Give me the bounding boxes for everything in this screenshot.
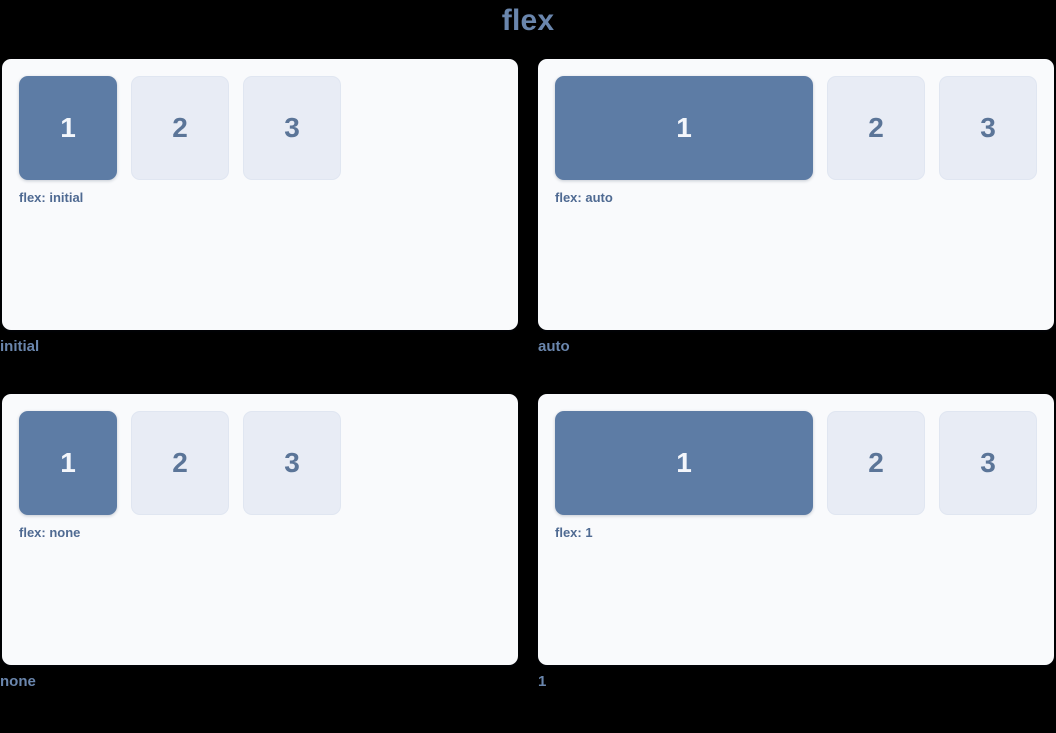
demo-cell-auto: 1 2 3 flex: auto auto [538,59,1054,355]
flex-container-initial: 1 2 3 [19,76,518,180]
demo-panel-one: 1 2 3 flex: 1 [538,394,1054,665]
flex-item-3[interactable]: 3 [939,411,1037,515]
demo-cell-initial: 1 2 3 flex: initial initial [0,59,518,355]
flex-item-2[interactable]: 2 [827,76,925,180]
flex-item-1[interactable]: 1 [555,76,813,180]
flex-container-auto: 1 2 3 [555,76,1054,180]
flex-container-none: 1 2 3 [19,411,518,515]
demo-panel-auto: 1 2 3 flex: auto [538,59,1054,330]
page-title: flex [501,4,555,37]
demo-label-none: none [0,673,36,690]
flex-item-2[interactable]: 2 [827,411,925,515]
flex-item-3[interactable]: 3 [939,76,1037,180]
flex-note-auto: flex: auto [555,190,613,205]
flex-item-1[interactable]: 1 [19,76,117,180]
flex-item-3[interactable]: 3 [243,76,341,180]
flex-note-none: flex: none [19,525,81,540]
flex-note-one: flex: 1 [555,525,593,540]
flex-item-2[interactable]: 2 [131,76,229,180]
demo-panel-none: 1 2 3 flex: none [2,394,518,665]
demo-grid: 1 2 3 flex: initial initial 1 2 3 flex: … [0,59,1056,690]
demo-label-initial: initial [0,338,40,355]
flex-container-one: 1 2 3 [555,411,1054,515]
flex-item-1[interactable]: 1 [19,411,117,515]
demo-label-auto: auto [538,338,570,355]
flex-item-1[interactable]: 1 [555,411,813,515]
flex-note-initial: flex: initial [19,190,84,205]
demo-label-one: 1 [538,673,547,690]
demo-cell-one: 1 2 3 flex: 1 1 [538,394,1054,690]
demo-panel-initial: 1 2 3 flex: initial [2,59,518,330]
demo-cell-none: 1 2 3 flex: none none [0,394,518,690]
flex-item-3[interactable]: 3 [243,411,341,515]
flex-item-2[interactable]: 2 [131,411,229,515]
